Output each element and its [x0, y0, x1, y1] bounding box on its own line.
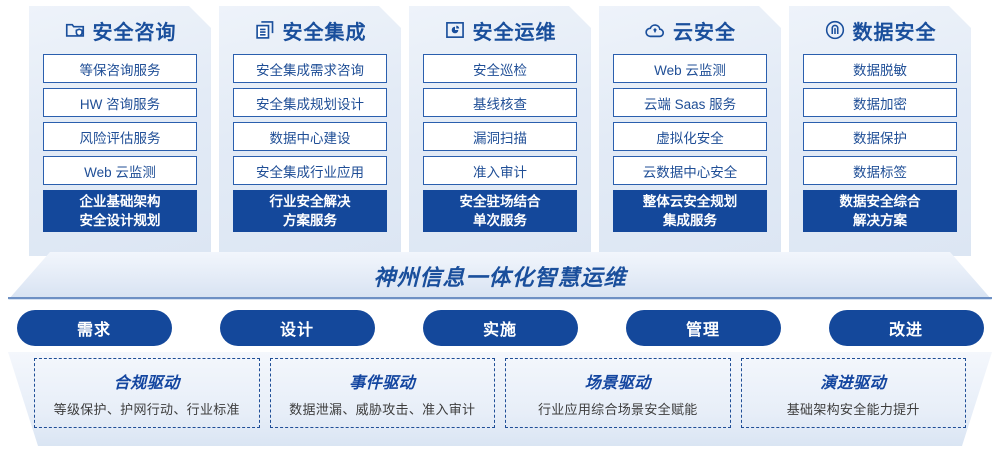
pillar-footer-line: 解决方案	[853, 213, 907, 228]
driver-card-compliance[interactable]: 合规驱动 等级保护、护网行动、行业标准	[34, 358, 260, 428]
driver-title: 演进驱动	[820, 374, 887, 392]
pillar-item[interactable]: 安全集成行业应用	[233, 156, 387, 185]
pillar-card-security-operations[interactable]: 安全运维 安全巡检 基线核查 漏洞扫描 准入审计 安全驻场结合 单次服务	[409, 6, 591, 256]
pillar-item[interactable]: 数据标签	[803, 156, 957, 185]
driver-card-evolution[interactable]: 演进驱动 基础架构安全能力提升	[741, 358, 967, 428]
pillar-footer-line: 行业安全解决	[269, 193, 351, 209]
pillar-title: 安全集成	[282, 21, 367, 44]
pillar-item[interactable]: Web 云监测	[43, 156, 197, 185]
pillar-item[interactable]: 安全集成需求咨询	[233, 54, 387, 83]
pillar-item[interactable]: HW 咨询服务	[43, 88, 197, 117]
pillar-header: 安全运维	[423, 6, 577, 54]
pillar-item[interactable]: 风险评估服务	[43, 122, 197, 151]
driver-title: 事件驱动	[349, 374, 416, 392]
phase-pill-requirement[interactable]: 需求	[16, 310, 172, 346]
pillar-footer-line: 企业基础架构	[79, 193, 161, 209]
pillar-item[interactable]: 数据脱敏	[803, 54, 957, 83]
pillar-footer-line: 集成服务	[663, 213, 717, 228]
pillar-footer[interactable]: 行业安全解决 方案服务	[233, 190, 387, 232]
pillar-columns: 安全咨询 等保咨询服务 HW 咨询服务 风险评估服务 Web 云监测 企业基础架…	[0, 6, 1000, 256]
driver-title: 合规驱动	[113, 374, 180, 392]
stacked-documents-icon	[254, 19, 276, 41]
banner-underline	[8, 297, 992, 299]
phase-pill-implementation[interactable]: 实施	[422, 310, 578, 346]
driver-subtitle: 等级保护、护网行动、行业标准	[53, 401, 240, 417]
pillar-item[interactable]: 数据保护	[803, 122, 957, 151]
driver-subtitle: 行业应用综合场景安全赋能	[537, 401, 698, 417]
pillar-footer-line: 单次服务	[473, 213, 527, 228]
pillar-card-security-integration[interactable]: 安全集成 安全集成需求咨询 安全集成规划设计 数据中心建设 安全集成行业应用 行…	[219, 6, 401, 256]
pillar-title: 安全咨询	[92, 21, 177, 44]
pillar-item[interactable]: 安全巡检	[423, 54, 577, 83]
driver-row: 合规驱动 等级保护、护网行动、行业标准 事件驱动 数据泄漏、威胁攻击、准入审计 …	[8, 352, 992, 446]
pillar-title: 云安全	[673, 21, 736, 44]
pillar-item[interactable]: 准入审计	[423, 156, 577, 185]
pillar-item[interactable]: 安全集成规划设计	[233, 88, 387, 117]
monitor-chart-icon	[444, 19, 466, 41]
cloud-icon	[644, 19, 666, 41]
fingerprint-icon	[824, 19, 846, 41]
pillar-footer-line: 整体云安全规划	[642, 193, 738, 209]
pillar-footer[interactable]: 企业基础架构 安全设计规划	[43, 190, 197, 232]
pillar-footer[interactable]: 安全驻场结合 单次服务	[423, 190, 577, 232]
folder-shield-icon	[64, 19, 86, 41]
phase-pill-improvement[interactable]: 改进	[828, 310, 984, 346]
pillar-footer-line: 安全驻场结合	[459, 193, 541, 209]
pillar-item[interactable]: 基线核查	[423, 88, 577, 117]
pillar-footer-line: 方案服务	[283, 213, 337, 228]
pillar-card-cloud-security[interactable]: 云安全 Web 云监测 云端 Saas 服务 虚拟化安全 云数据中心安全 整体云…	[599, 6, 781, 256]
phase-pill-management[interactable]: 管理	[625, 310, 781, 346]
pillar-footer-line: 数据安全综合	[839, 193, 921, 209]
driver-subtitle: 基础架构安全能力提升	[786, 401, 920, 417]
driver-card-scenario[interactable]: 场景驱动 行业应用综合场景安全赋能	[505, 358, 731, 428]
phase-pill-design[interactable]: 设计	[219, 310, 375, 346]
pillar-title: 安全运维	[472, 21, 557, 44]
pillar-item[interactable]: 数据加密	[803, 88, 957, 117]
pillar-card-data-security[interactable]: 数据安全 数据脱敏 数据加密 数据保护 数据标签 数据安全综合 解决方案	[789, 6, 971, 256]
pillar-header: 数据安全	[803, 6, 957, 54]
pillar-item[interactable]: 虚拟化安全	[613, 122, 767, 151]
pillar-footer[interactable]: 数据安全综合 解决方案	[803, 190, 957, 232]
platform-banner: 神州信息一体化智慧运维	[8, 252, 992, 300]
platform-banner-title: 神州信息一体化智慧运维	[373, 265, 627, 290]
phase-pill-row: 需求 设计 实施 管理 改进	[0, 310, 1000, 346]
pillar-item[interactable]: 数据中心建设	[233, 122, 387, 151]
driver-card-incident[interactable]: 事件驱动 数据泄漏、威胁攻击、准入审计	[270, 358, 496, 428]
pillar-item[interactable]: 云数据中心安全	[613, 156, 767, 185]
pillar-item[interactable]: 云端 Saas 服务	[613, 88, 767, 117]
pillar-item[interactable]: Web 云监测	[613, 54, 767, 83]
pillar-footer-line: 安全设计规划	[79, 213, 161, 228]
pillar-item[interactable]: 等保咨询服务	[43, 54, 197, 83]
pillar-header: 安全咨询	[43, 6, 197, 54]
pillar-footer[interactable]: 整体云安全规划 集成服务	[613, 190, 767, 232]
pillar-header: 云安全	[613, 6, 767, 54]
pillar-card-security-consulting[interactable]: 安全咨询 等保咨询服务 HW 咨询服务 风险评估服务 Web 云监测 企业基础架…	[29, 6, 211, 256]
pillar-title: 数据安全	[852, 21, 937, 44]
pillar-header: 安全集成	[233, 6, 387, 54]
pillar-item[interactable]: 漏洞扫描	[423, 122, 577, 151]
driver-title: 场景驱动	[584, 374, 651, 392]
driver-subtitle: 数据泄漏、威胁攻击、准入审计	[289, 401, 476, 417]
